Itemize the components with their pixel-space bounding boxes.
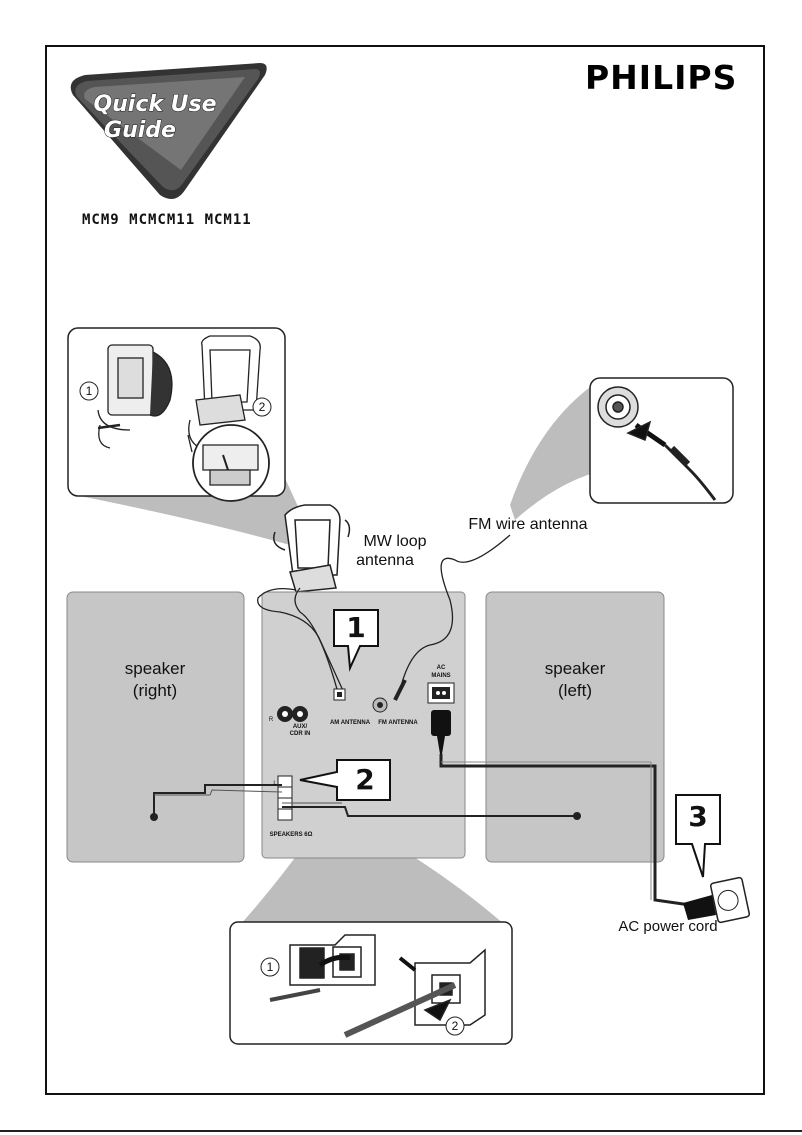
aux-panel-label-2: CDR IN bbox=[289, 731, 311, 737]
ac-mains-panel-label-2: MAINS bbox=[431, 673, 451, 679]
speaker-left-label-1: speaker bbox=[544, 659, 606, 678]
speakers-panel-label: SPEAKERS 6Ω bbox=[269, 832, 313, 838]
step-2-number: 2 bbox=[355, 763, 375, 796]
speaker-wire-right-b bbox=[154, 789, 283, 796]
am-callout-num-1-circle bbox=[79, 381, 99, 401]
aux-panel-label-1: AUX/ bbox=[292, 724, 308, 730]
ac-power-cord-label: AC power cord bbox=[618, 918, 718, 935]
badge-line-1: Quick Use bbox=[93, 92, 217, 118]
step-3-number: 3 bbox=[688, 800, 708, 833]
philips-logo: PHILIPS bbox=[585, 58, 738, 97]
mw-loop-label: MW loop bbox=[363, 533, 427, 550]
speaker-wire-right bbox=[153, 784, 282, 817]
fm-inset-drawing bbox=[597, 386, 717, 501]
speaker-wire-left-end bbox=[573, 812, 581, 820]
step-1-number: 1 bbox=[346, 611, 366, 644]
speaker-callout-num-2-circle bbox=[445, 1016, 465, 1036]
speaker-right-box bbox=[66, 591, 245, 863]
page-bottom-rule bbox=[0, 1130, 802, 1132]
ac-mains-panel-label-1: AC bbox=[436, 665, 446, 671]
step-2-callout bbox=[299, 759, 391, 801]
speaker-left-label-2: (left) bbox=[558, 681, 592, 700]
mw-loop-label-2: antenna bbox=[356, 552, 414, 569]
am-callout-cone bbox=[75, 478, 320, 555]
fm-wire-antenna-label: FM wire antenna bbox=[468, 516, 588, 533]
page-frame bbox=[45, 45, 765, 1095]
speaker-right-label-2: (right) bbox=[132, 681, 178, 700]
am-antenna-wire bbox=[257, 587, 346, 696]
am-callout-num-2: 2 bbox=[258, 400, 266, 414]
am-inset-drawing bbox=[97, 335, 270, 502]
mw-loop-antenna-drawing bbox=[273, 504, 351, 593]
terminal-l-label: L bbox=[273, 781, 277, 787]
quick-use-guide-badge bbox=[70, 63, 267, 199]
main-unit-rear bbox=[261, 591, 466, 859]
am-callout-num-2-circle bbox=[252, 397, 272, 417]
speaker-left-box bbox=[485, 591, 665, 863]
speaker-right-label-1: speaker bbox=[124, 659, 186, 678]
speaker-wire-right-end bbox=[150, 813, 158, 821]
step-1-callout bbox=[333, 609, 379, 672]
speaker-callout-num-2: 2 bbox=[451, 1019, 459, 1033]
am-antenna-panel-label: AM ANTENNA bbox=[329, 720, 371, 726]
aux-r-label: R bbox=[268, 717, 274, 723]
wall-plug bbox=[683, 895, 716, 920]
step-3-callout bbox=[675, 794, 721, 878]
am-callout-num-1: 1 bbox=[85, 384, 93, 398]
fm-wire bbox=[399, 534, 511, 691]
speaker-callout-num-1: 1 bbox=[266, 960, 274, 974]
am-antenna-wire-b bbox=[294, 587, 341, 701]
fm-callout-cone bbox=[510, 380, 605, 520]
badge-line-2: Guide bbox=[104, 118, 177, 144]
ac-plug bbox=[431, 710, 451, 736]
speaker-wire-left bbox=[282, 806, 577, 817]
model-numbers: MCM9 MCMCM11 MCM11 bbox=[82, 212, 252, 228]
speaker-callout-num-1-circle bbox=[260, 957, 280, 977]
fm-antenna-panel-label: FM ANTENNA bbox=[378, 720, 418, 726]
speaker-inset-drawing bbox=[269, 934, 486, 1038]
